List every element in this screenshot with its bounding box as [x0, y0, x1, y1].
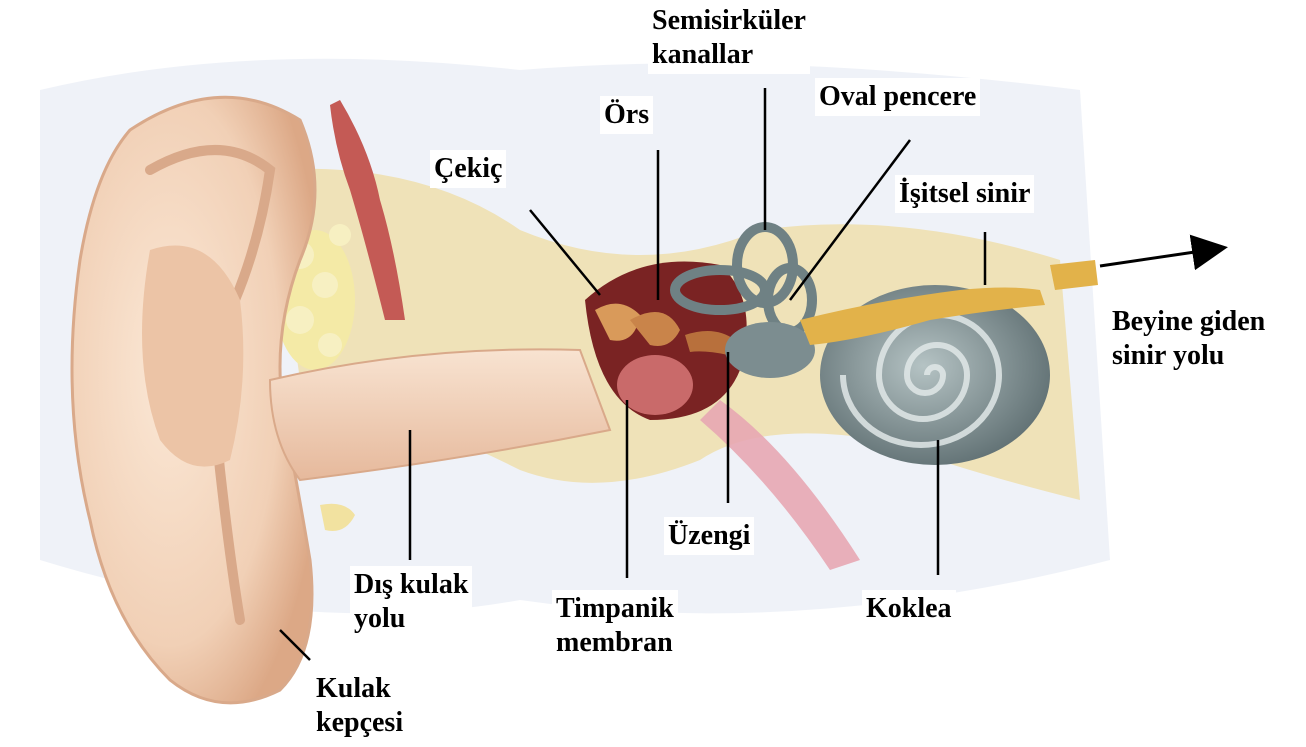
label-auditory-nerve: İşitsel sinir [895, 175, 1034, 213]
label-stapes: Üzengi [664, 517, 754, 555]
label-oval-window: Oval pencere [815, 78, 980, 116]
label-outer-ear-canal: Dış kulak yolu [350, 566, 472, 638]
label-incus: Örs [600, 96, 653, 134]
label-tympanic-membrane: Timpanik membran [552, 590, 678, 662]
label-nerve-pathway-to-brain: Beyine giden sinir yolu [1108, 303, 1269, 375]
vestibule [725, 322, 815, 378]
label-semicircular-canals: Semisirküler kanallar [648, 2, 810, 74]
brain-nerve-stub [1050, 260, 1098, 290]
label-malleus: Çekiç [430, 150, 506, 188]
arrow-right-icon [1100, 248, 1222, 266]
label-cochlea: Koklea [862, 590, 956, 628]
tympanic-membrane-shape [617, 355, 693, 415]
label-pinna: Kulak kepçesi [312, 670, 407, 742]
